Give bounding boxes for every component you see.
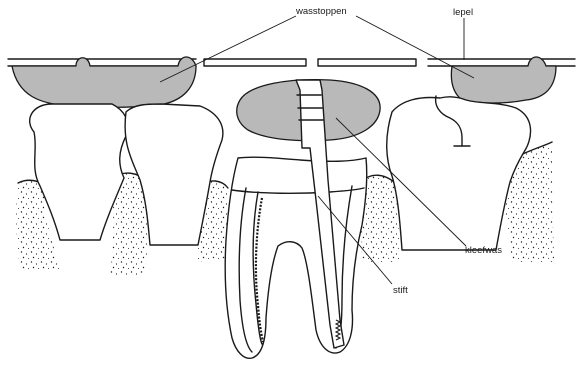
tray-segment-center-left [204, 59, 306, 66]
wax-stop-right [451, 57, 556, 103]
center-tooth-root [225, 157, 367, 358]
leader-wasstoppen-left [160, 16, 296, 82]
label-stift: stift [393, 285, 408, 296]
label-wasstoppen: wasstoppen [295, 6, 347, 17]
tray-segment-center-right [318, 59, 416, 66]
leader-wasstoppen-right [356, 16, 474, 78]
label-lepel: lepel [453, 7, 473, 18]
wax-stop-left [12, 57, 196, 107]
label-kleefwas: kleefwas [465, 245, 502, 256]
